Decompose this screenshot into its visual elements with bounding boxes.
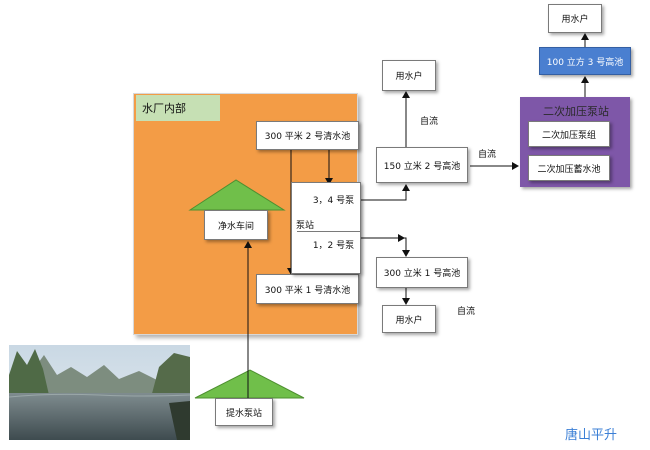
booster-storage-pool: 二次加压蓄水池 [528,155,610,181]
arrow-pumps12-to-tower1 [361,237,410,257]
purification-workshop: 净水车间 [204,210,268,240]
purification-roof [188,179,286,211]
pumps-3-4: 3，4 号泵 [312,195,355,206]
water-plant-title: 水厂内部 [136,95,220,121]
intake-pump-station: 提水泵站 [215,398,273,426]
pumps-1-2: 1，2 号泵 [312,240,355,251]
tower-150-2: 150 立米 2 号高池 [376,147,468,183]
pump-station-label: 泵站 [296,221,315,231]
clear-pool-1: 300 平米 1 号清水池 [256,274,359,304]
water-user-top: 用水户 [382,60,436,91]
tower-100-3: 100 立方 3 号高池 [539,47,631,75]
flow-label-gravity-bottom: 自流 [457,307,476,317]
tower-300-1: 300 立米 1 号高池 [376,257,468,288]
pump-house [291,182,361,274]
water-user-right: 用水户 [548,4,602,33]
intake-roof [194,369,305,399]
watermark: 唐山平升 [565,428,618,443]
flow-label-gravity-top: 自流 [420,117,439,127]
water-user-bottom: 用水户 [382,305,436,333]
clear-pool-2: 300 平米 2 号清水池 [256,121,359,150]
pump-divider [297,231,361,232]
arrow-pumps34-to-tower2 [361,184,410,201]
river-photo [9,345,190,440]
booster-pump-group: 二次加压泵组 [528,121,610,147]
flow-label-gravity-right: 自流 [478,150,497,160]
booster-station-title: 二次加压泵站 [543,105,609,118]
